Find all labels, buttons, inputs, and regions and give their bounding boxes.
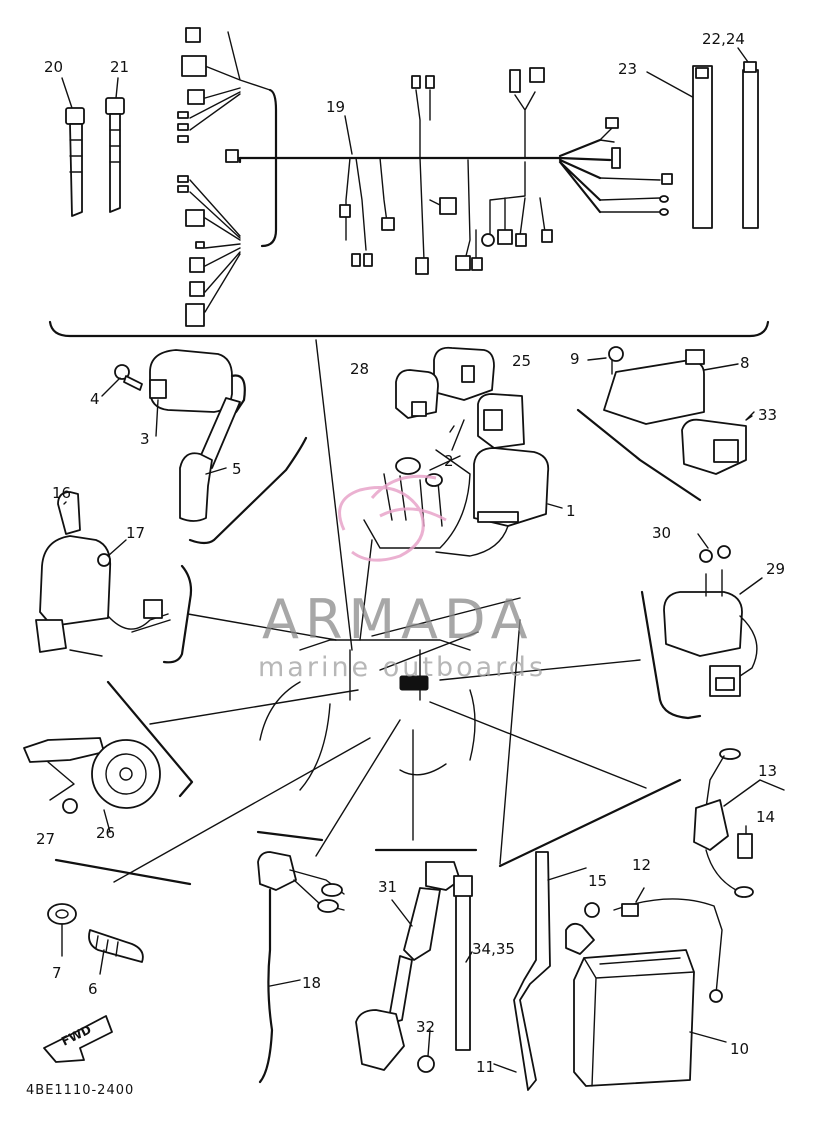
group-dividers xyxy=(54,408,702,886)
starter-relay xyxy=(663,533,763,697)
electrical-relays xyxy=(383,346,563,557)
watermark-brand: ARMADA xyxy=(262,588,534,651)
pickup-sensor xyxy=(355,861,473,1073)
speed-sensor-lead xyxy=(257,851,345,1084)
callout-4: 4 xyxy=(90,390,100,408)
callout-13: 13 xyxy=(758,762,777,780)
callout-32: 32 xyxy=(416,1018,435,1036)
callout-labels: 1 2 3 4 5 6 7 8 9 10 11 12 13 14 15 16 1… xyxy=(36,30,785,1076)
callout-27: 27 xyxy=(36,830,55,848)
callout-26: 26 xyxy=(96,824,115,842)
callout-25: 25 xyxy=(512,352,531,370)
callout-33: 33 xyxy=(758,406,777,424)
callout-7: 7 xyxy=(52,964,62,982)
callout-31: 31 xyxy=(378,878,397,896)
callout-9: 9 xyxy=(570,350,580,368)
wire-harness-group xyxy=(48,27,770,338)
callout-15: 15 xyxy=(588,872,607,890)
callout-21: 21 xyxy=(110,58,129,76)
callout-18: 18 xyxy=(302,974,321,992)
callout-22-24: 22,24 xyxy=(702,30,745,48)
callout-34-35: 34,35 xyxy=(472,940,515,958)
callout-16: 16 xyxy=(52,484,71,502)
watermark: ARMADA marine outboards xyxy=(258,474,546,683)
callout-17: 17 xyxy=(126,524,145,542)
battery xyxy=(493,851,727,1091)
horn xyxy=(23,737,161,833)
callout-12: 12 xyxy=(632,856,651,874)
cable-ties xyxy=(61,47,759,229)
callout-20: 20 xyxy=(44,58,63,76)
ignition-coil xyxy=(101,349,246,522)
watermark-logo-mark xyxy=(338,474,447,562)
neutral-switch xyxy=(47,903,144,975)
frame-sketch xyxy=(113,339,647,883)
callout-11: 11 xyxy=(476,1058,495,1076)
main-switch xyxy=(35,491,171,657)
callout-2: 2 xyxy=(444,452,454,470)
callout-30: 30 xyxy=(652,524,671,542)
callout-28: 28 xyxy=(350,360,369,378)
drawing-code: 4BE1110-2400 xyxy=(26,1083,134,1098)
callout-19: 19 xyxy=(326,98,345,116)
callout-3: 3 xyxy=(140,430,150,448)
callout-29: 29 xyxy=(766,560,785,578)
callout-6: 6 xyxy=(88,980,98,998)
watermark-tagline: marine outboards xyxy=(258,652,546,683)
rectifier-regulator xyxy=(587,346,755,475)
fuse-holder xyxy=(693,748,785,898)
forward-arrow: FWD xyxy=(43,1015,113,1063)
callout-14: 14 xyxy=(756,808,775,826)
callout-23: 23 xyxy=(618,60,637,78)
callout-1: 1 xyxy=(566,502,576,520)
callout-10: 10 xyxy=(730,1040,749,1058)
callout-8: 8 xyxy=(740,354,750,372)
callout-5: 5 xyxy=(232,460,242,478)
